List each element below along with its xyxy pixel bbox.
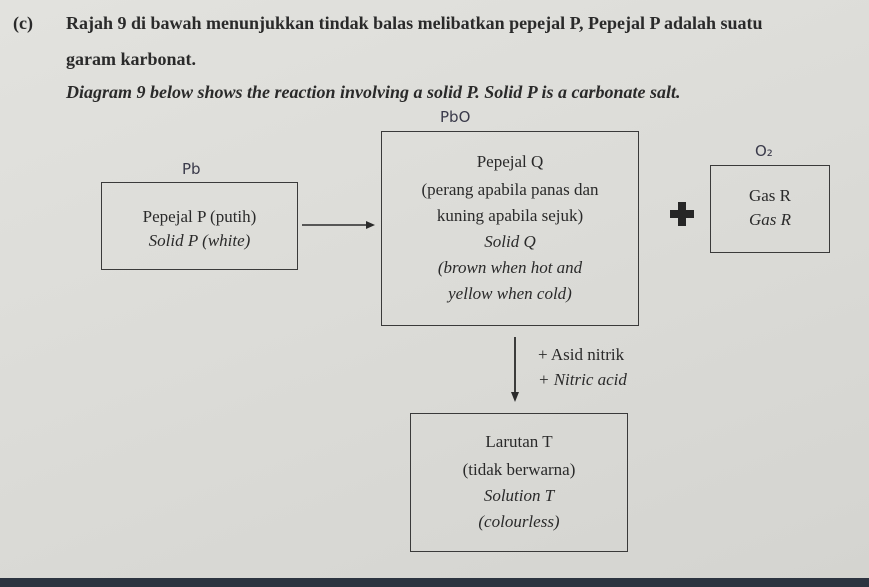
- box-solid-p: Pepejal P (putih) Solid P (white): [101, 182, 298, 270]
- bottom-edge: [0, 578, 869, 587]
- question-text-malay-2: garam karbonat.: [66, 49, 196, 69]
- box-gas-r: Gas R Gas R: [710, 165, 830, 253]
- question-label: (c): [13, 13, 33, 33]
- box-solution-t: Larutan T (tidak berwarna) Solution T (c…: [410, 413, 628, 552]
- box-t-malay-title: Larutan T: [485, 432, 553, 451]
- arrow-down-icon: [511, 337, 519, 402]
- reagent-english: + Nitric acid: [538, 370, 627, 389]
- reagent-malay: + Asid nitrik: [538, 345, 625, 364]
- box-q-english-desc-2: yellow when cold): [448, 284, 572, 303]
- plus-icon: [670, 202, 694, 226]
- question-text-english: Diagram 9 below shows the reaction invol…: [66, 82, 681, 102]
- box-q-malay-desc-2: kuning apabila sejuk): [436, 206, 584, 225]
- box-q-malay-title: Pepejal Q: [476, 152, 544, 171]
- box-q-english-desc-1: (brown when hot and: [437, 258, 583, 277]
- handwritten-pbo-note: PbO: [440, 108, 471, 126]
- box-q-malay-desc-1: (perang apabila panas dan: [421, 180, 599, 199]
- handwritten-pb-note: Pb: [182, 160, 201, 178]
- box-r-malay: Gas R: [748, 186, 792, 205]
- box-t-english-title: Solution T: [483, 486, 555, 505]
- arrow-right-icon: [302, 221, 375, 229]
- box-t-malay-desc: (tidak berwarna): [462, 460, 576, 479]
- box-p-english: Solid P (white): [148, 231, 251, 250]
- handwritten-o2-note: O₂: [755, 142, 773, 160]
- box-r-english: Gas R: [748, 210, 792, 229]
- box-t-english-desc: (colourless): [478, 512, 560, 531]
- box-solid-q: Pepejal Q (perang apabila panas dan kuni…: [381, 131, 639, 326]
- box-p-malay: Pepejal P (putih): [142, 207, 257, 226]
- box-q-english-title: Solid Q: [484, 232, 536, 251]
- question-text-malay-1: Rajah 9 di bawah menunjukkan tindak bala…: [66, 13, 763, 33]
